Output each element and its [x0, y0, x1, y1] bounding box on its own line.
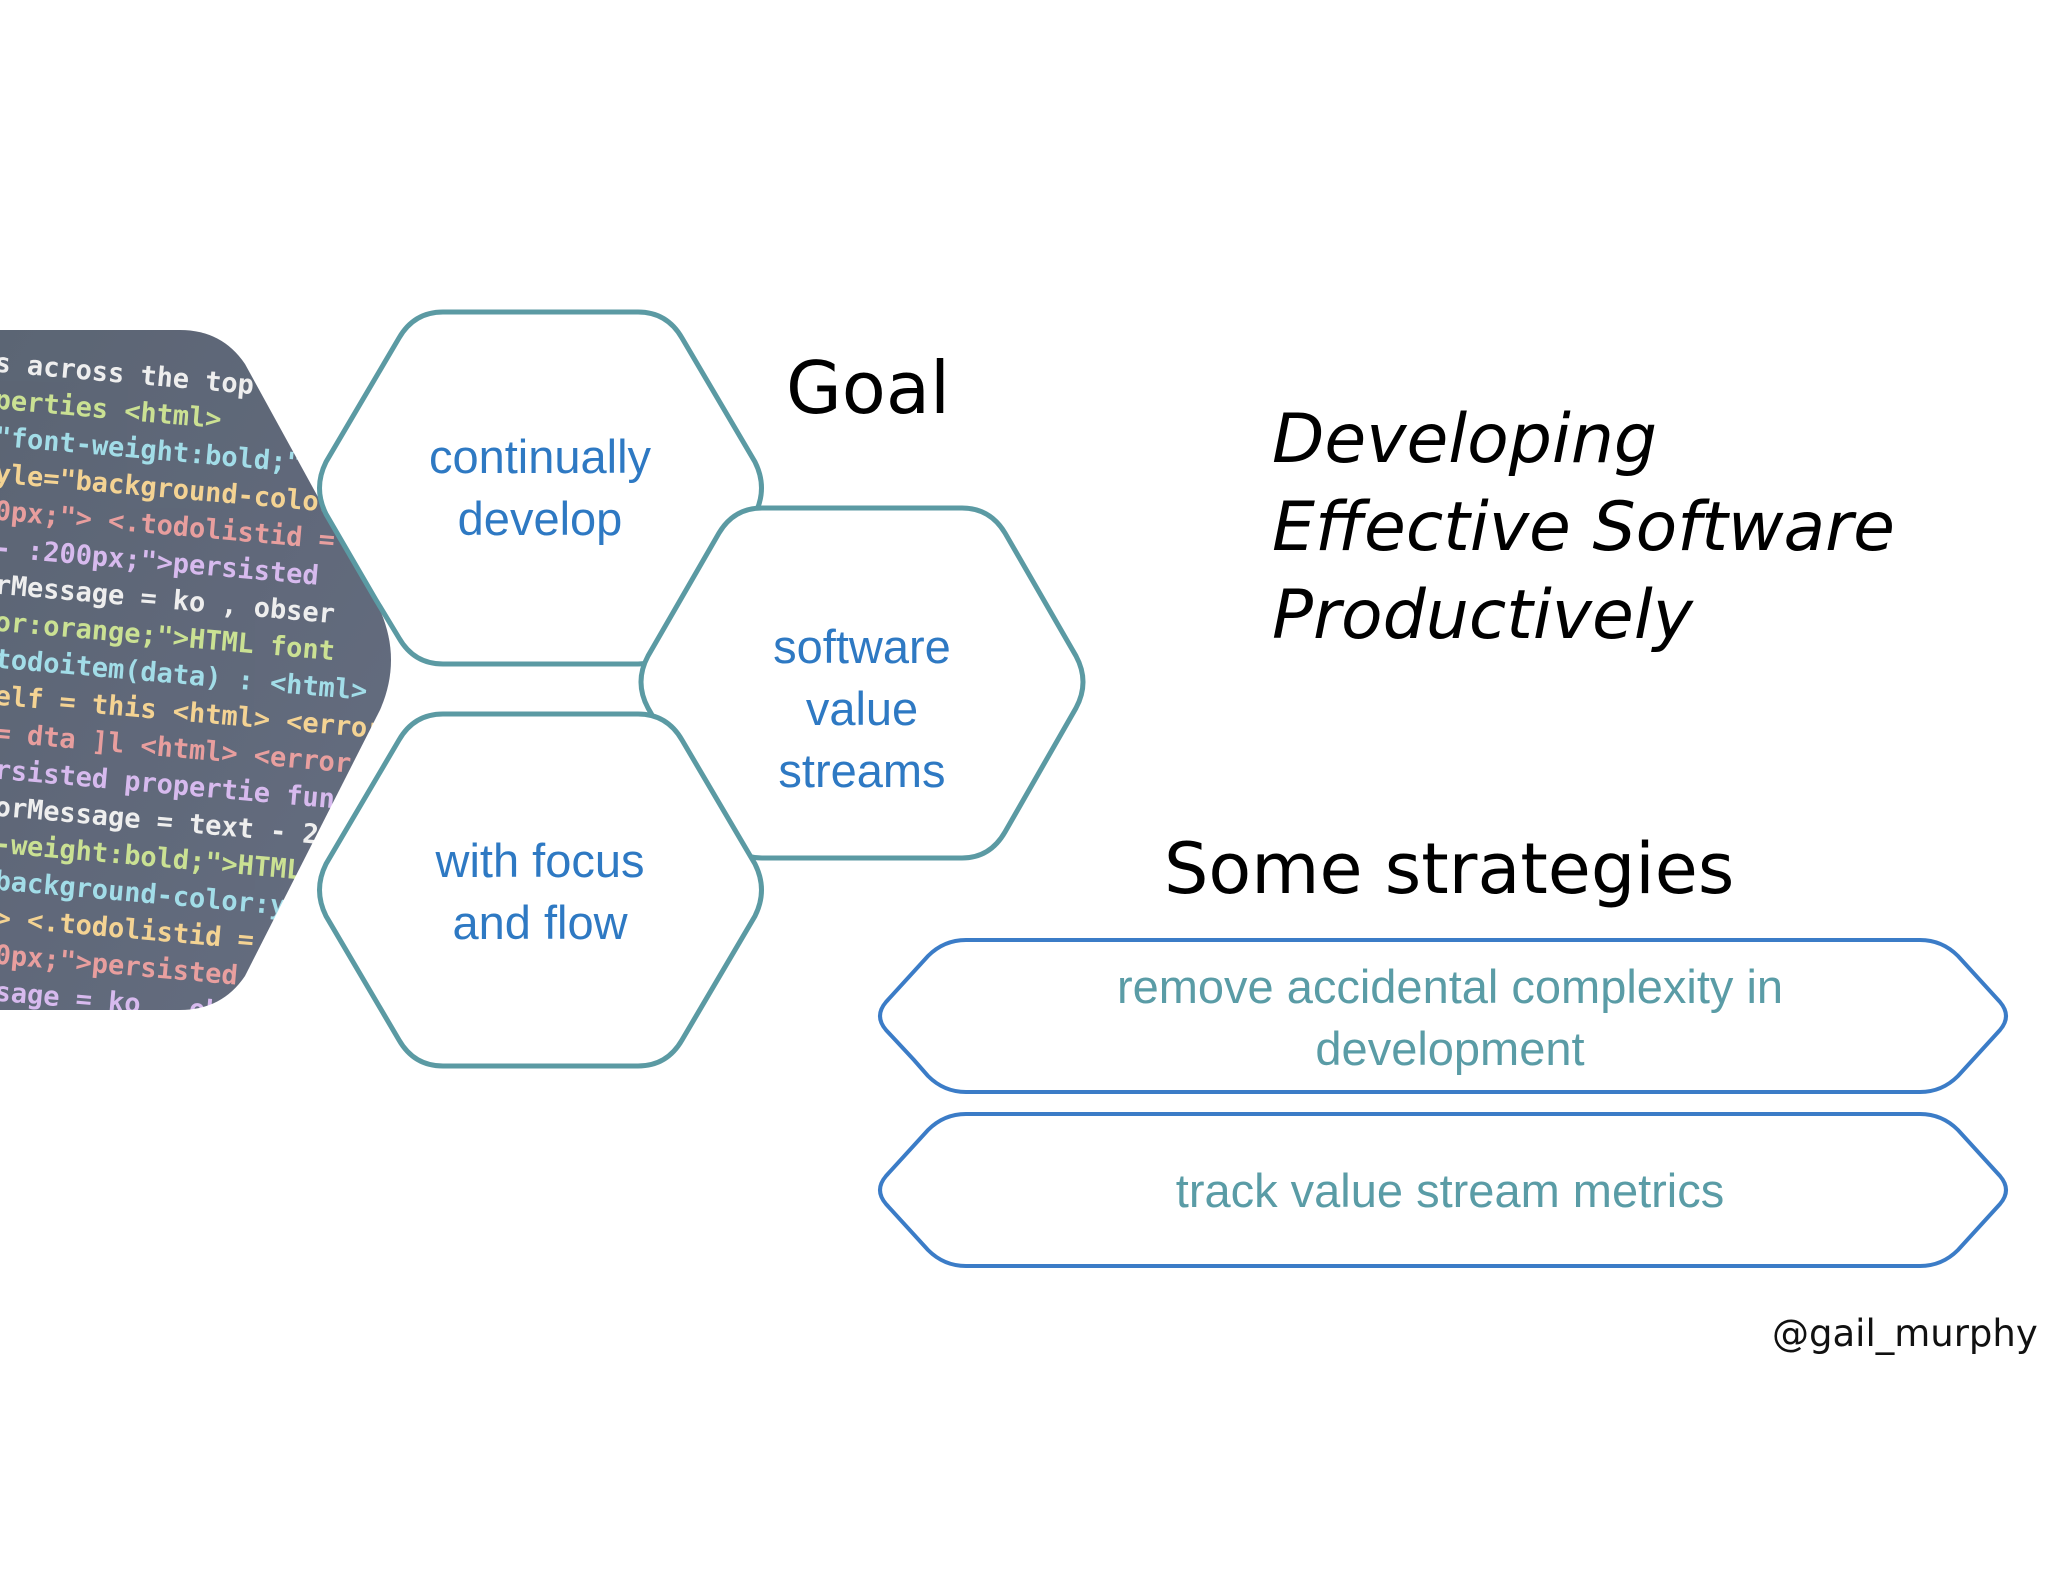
tagline: Developing Effective Software Productive… [1272, 396, 1895, 660]
strategy-label-track-metrics: track value stream metrics [900, 1160, 2000, 1222]
strategy-box-remove-complexity [878, 938, 2008, 1094]
hexagon-continually-develop [317, 309, 764, 667]
hexagon-label-line: develop [457, 492, 623, 545]
tagline-line: Effective Software [1272, 488, 1895, 567]
hexagon-label-continually-develop: continually develop [390, 426, 690, 550]
tagline-line: Productively [1272, 576, 1693, 655]
strategy-box-track-metrics [878, 1112, 2008, 1268]
hexagon-software-value-streams [638, 505, 1086, 861]
hexagon-label-line: streams [778, 744, 946, 797]
tagline-line: Developing [1272, 400, 1658, 479]
goal-heading: Goal [786, 346, 950, 430]
hexagon-label-line: continually [428, 430, 652, 483]
hexagon-label-line: with focus [435, 834, 645, 887]
hexagon-label-software-value-streams: software value streams [712, 616, 1012, 802]
strategy-label-line: development [1315, 1022, 1585, 1075]
hexagon-label-line: value [805, 682, 919, 735]
twitter-handle: @gail_murphy [1772, 1312, 2038, 1355]
strategies-heading: Some strategies [1164, 828, 1735, 910]
hexagon-label-with-focus-and-flow: with focus and flow [390, 830, 690, 954]
strategy-label-line: remove accidental complexity in [1116, 960, 1784, 1013]
strategy-label-remove-complexity: remove accidental complexity in developm… [900, 956, 2000, 1080]
hexagon-label-line: and flow [452, 896, 628, 949]
strategy-label-line: track value stream metrics [1175, 1164, 1725, 1217]
hexagon-with-focus-and-flow [317, 711, 764, 1069]
hexagon-label-line: software [773, 620, 951, 673]
